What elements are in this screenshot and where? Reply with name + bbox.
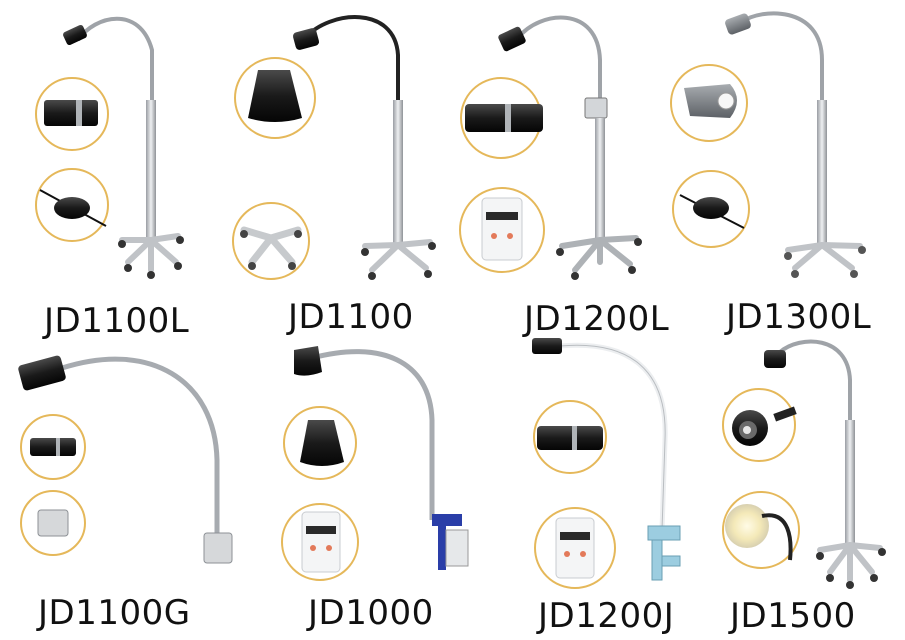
foot-switch-icon — [679, 194, 745, 229]
model-label-jd1100l: JD1100L — [44, 301, 190, 341]
lamp-head-icon — [300, 420, 344, 466]
product-jd1300l — [670, 11, 866, 278]
lamp-head-icon — [537, 426, 603, 450]
clamp-icon — [203, 532, 233, 564]
foot-switch-icon — [39, 189, 107, 227]
control-box-icon — [301, 511, 341, 573]
caster-base-icon — [118, 233, 184, 279]
model-label-jd1100: JD1100 — [288, 297, 414, 337]
control-box-icon — [481, 197, 523, 261]
lamp-head-icon — [248, 70, 302, 122]
product-jd1200l — [459, 15, 642, 280]
lamp-head-icon — [294, 346, 322, 376]
caster-base-icon — [361, 239, 436, 280]
product-jd1100l — [35, 16, 184, 279]
caster-base-icon — [784, 242, 866, 278]
lamp-head-icon — [292, 28, 320, 50]
lamp-head-icon — [684, 84, 737, 118]
control-box-icon — [555, 517, 595, 579]
caster-base-icon — [556, 235, 642, 280]
clamp-icon — [432, 514, 469, 570]
caster-base-icon — [816, 542, 886, 589]
lamp-head-icon — [465, 104, 543, 132]
control-box-icon — [584, 97, 608, 119]
product-jd1100 — [232, 15, 436, 280]
lamp-head-icon — [725, 13, 751, 35]
model-label-jd1100g: JD1100G — [38, 593, 191, 633]
lamp-head-icon — [532, 338, 562, 354]
product-jd1200j — [532, 338, 681, 589]
lamp-head-icon — [498, 26, 526, 52]
lamp-head-icon — [764, 350, 786, 368]
caster-base-icon — [240, 226, 302, 270]
product-jd1100g — [18, 355, 233, 564]
clamp-icon — [37, 509, 69, 537]
model-label-jd1000: JD1000 — [308, 593, 434, 633]
lamp-head-icon — [725, 504, 793, 561]
clamp-icon — [647, 525, 681, 581]
lamp-head-icon — [732, 406, 797, 446]
model-label-jd1200j: JD1200J — [538, 596, 675, 636]
product-jd1000 — [281, 346, 469, 581]
lamp-head-icon — [63, 24, 87, 46]
lamp-head-icon — [44, 100, 98, 126]
product-jd1500 — [722, 339, 886, 589]
model-label-jd1200l: JD1200L — [524, 299, 670, 339]
model-label-jd1500: JD1500 — [730, 596, 856, 636]
model-label-jd1300l: JD1300L — [726, 297, 872, 337]
lamp-head-icon — [18, 355, 66, 391]
lamp-head-icon — [30, 438, 76, 456]
